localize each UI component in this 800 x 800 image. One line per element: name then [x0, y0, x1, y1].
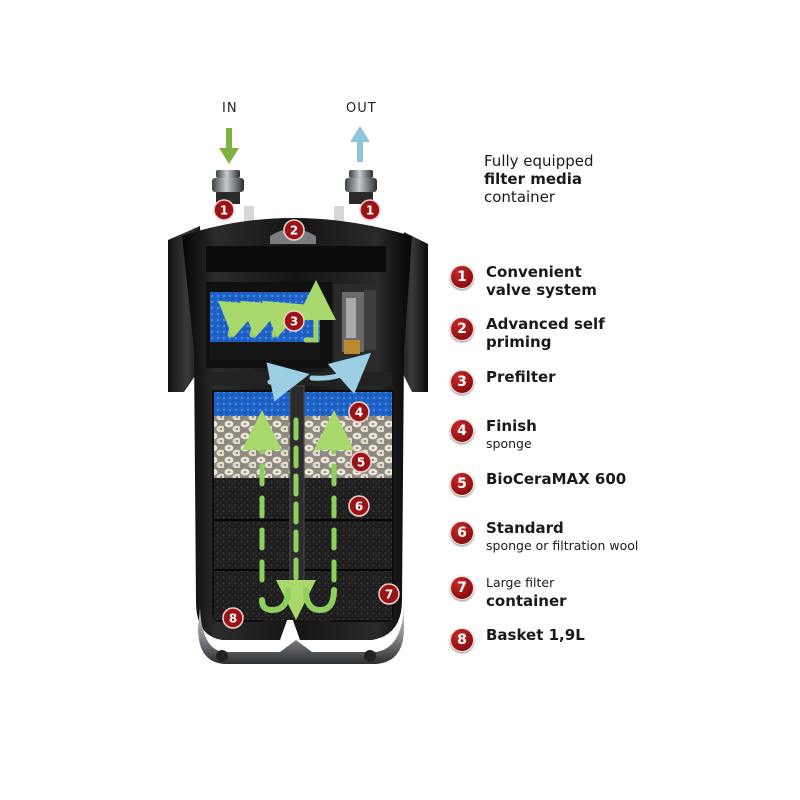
callout-number: 1 — [220, 204, 228, 218]
number-badge: 5 — [450, 472, 474, 496]
outlet-arrow — [350, 126, 370, 162]
callout-number: 2 — [290, 224, 298, 238]
callout-number: 7 — [385, 588, 393, 602]
legend-item-5: 5 BioCeraMAX 600 — [450, 470, 627, 496]
callout-number: 3 — [290, 315, 298, 329]
number-badge: 4 — [450, 419, 474, 443]
callout-circle — [378, 583, 400, 605]
legend-label: BioCeraMAX 600 — [486, 470, 627, 488]
number-badge: 1 — [450, 265, 474, 289]
callout-number: 1 — [366, 204, 374, 218]
callout-circle — [350, 451, 372, 473]
number-badge: 3 — [450, 370, 474, 394]
callout-badge-8: 8 — [222, 607, 244, 629]
callout-badge-6: 6 — [348, 495, 370, 517]
legend-label-line-2: container — [486, 592, 567, 610]
callout-circle — [213, 199, 235, 221]
legend-label: Advanced self — [486, 315, 605, 333]
callout-badge-5: 5 — [350, 451, 372, 473]
legend-item-1: 1 Convenient valve system — [450, 263, 597, 299]
callout-circle — [348, 401, 370, 423]
callout-badge-7: 7 — [378, 583, 400, 605]
callout-circle — [222, 607, 244, 629]
legend-label: Convenient — [486, 263, 582, 281]
legend-sublabel: sponge — [486, 436, 532, 451]
legend-item-3: 3 Prefilter — [450, 368, 556, 394]
legend-label-line-2: valve system — [486, 281, 597, 299]
number-badge: 7 — [450, 576, 474, 600]
callout-badge-1: 1 — [359, 199, 381, 221]
inlet-arrow — [219, 128, 239, 164]
callout-circle — [283, 219, 305, 241]
heading-line-1: Fully equipped — [484, 152, 594, 170]
callout-circle — [348, 495, 370, 517]
callout-number: 8 — [229, 612, 237, 626]
legend-label: Basket 1,9L — [486, 626, 585, 644]
callout-circle — [283, 310, 305, 332]
callout-badge-3: 3 — [283, 310, 305, 332]
heading-line-3: container — [484, 188, 556, 206]
legend-label: Prefilter — [486, 368, 556, 386]
callout-number: 6 — [355, 500, 363, 514]
flow-arrows — [217, 280, 372, 620]
legend-item-4: 4 Finish sponge — [450, 417, 537, 453]
legend-label: Standard — [486, 519, 564, 537]
legend-item-7: 7 Large filter container — [450, 575, 567, 610]
heading-line-2: filter media — [484, 170, 583, 188]
legend-label: Finish — [486, 417, 537, 435]
callout-number: 4 — [355, 406, 363, 420]
number-badge: 6 — [450, 521, 474, 545]
callout-circle — [359, 199, 381, 221]
callout-badges: 1 1 2 3 4 5 6 7 8 — [213, 199, 400, 629]
callout-badge-2: 2 — [283, 219, 305, 241]
outlet-label: OUT — [346, 101, 377, 116]
callout-number: 5 — [357, 456, 365, 470]
legend-item-6: 6 Standard sponge or filtration wool — [450, 519, 639, 555]
number-badge: 2 — [450, 317, 474, 341]
number-badge: 8 — [450, 628, 474, 652]
callout-badge-1: 1 — [213, 199, 235, 221]
legend-sublabel: Large filter — [486, 575, 555, 590]
media-container-heading: Fully equipped filter media container — [484, 152, 594, 206]
legend-label-line-2: priming — [486, 333, 552, 351]
legend-item-2: 2 Advanced self priming — [450, 315, 605, 351]
inlet-label: IN — [222, 101, 238, 116]
legend-sublabel: sponge or filtration wool — [486, 538, 639, 553]
callout-badge-4: 4 — [348, 401, 370, 423]
legend-item-8: 8 Basket 1,9L — [450, 626, 585, 652]
